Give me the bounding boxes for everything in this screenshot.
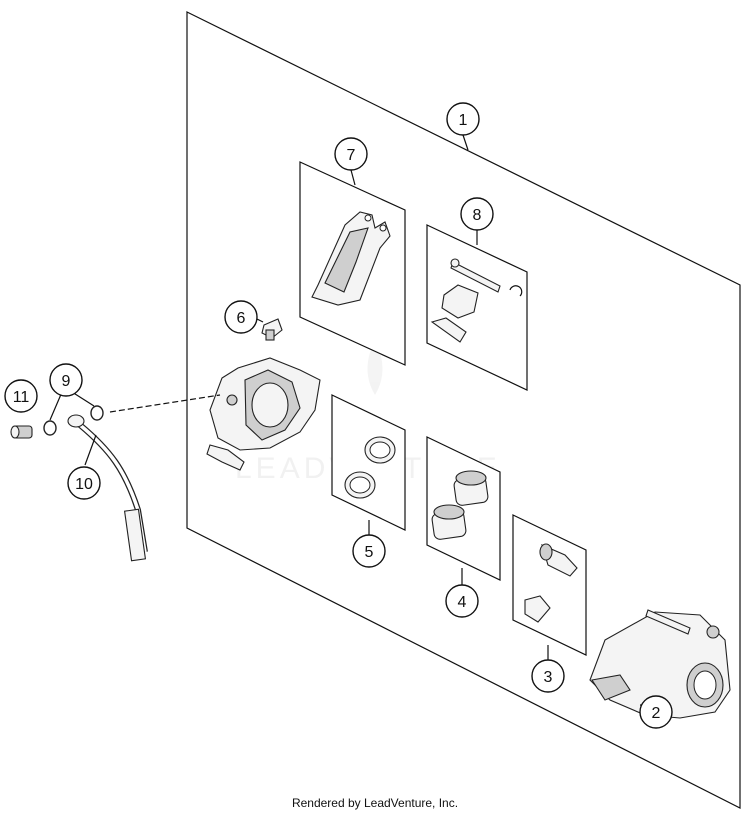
svg-text:10: 10 — [75, 476, 93, 493]
svg-text:2: 2 — [652, 705, 661, 722]
callout-7: 7 — [334, 137, 368, 171]
svg-text:8: 8 — [473, 207, 482, 224]
brake-hose-part — [67, 414, 148, 562]
brake-pads-part — [311, 211, 391, 306]
brake-caliper-part — [206, 357, 321, 471]
svg-text:3: 3 — [544, 669, 553, 686]
banjo-bolt-part — [10, 425, 33, 439]
bleeder-screw-part — [261, 318, 283, 341]
svg-text:7: 7 — [347, 147, 356, 164]
seal-rings-part — [344, 436, 396, 499]
callout-11: 11 — [4, 379, 38, 413]
callout-1: 1 — [446, 102, 480, 136]
svg-text:6: 6 — [237, 310, 246, 327]
callout-4: 4 — [445, 584, 479, 618]
callout-5: 5 — [352, 534, 386, 568]
guide-bushing-part — [524, 543, 578, 623]
seals-panel — [331, 394, 406, 531]
svg-text:5: 5 — [365, 544, 374, 561]
pistons-part — [431, 470, 489, 540]
guide-kit-panel — [512, 514, 587, 656]
pin-kit-part — [430, 258, 523, 343]
callout-8: 8 — [460, 197, 494, 231]
callout-2: 2 — [639, 695, 673, 729]
svg-text:1: 1 — [459, 112, 468, 129]
svg-text:9: 9 — [62, 373, 71, 390]
washers-part — [43, 405, 104, 436]
callout-3: 3 — [531, 659, 565, 693]
svg-text:11: 11 — [13, 389, 30, 406]
caliper-support-part — [589, 609, 731, 719]
callout-9: 9 — [49, 363, 83, 397]
footer-credit: Rendered by LeadVenture, Inc. — [291, 796, 459, 810]
callout-10: 10 — [67, 466, 101, 500]
svg-text:4: 4 — [458, 594, 467, 611]
callout-6: 6 — [224, 300, 258, 334]
